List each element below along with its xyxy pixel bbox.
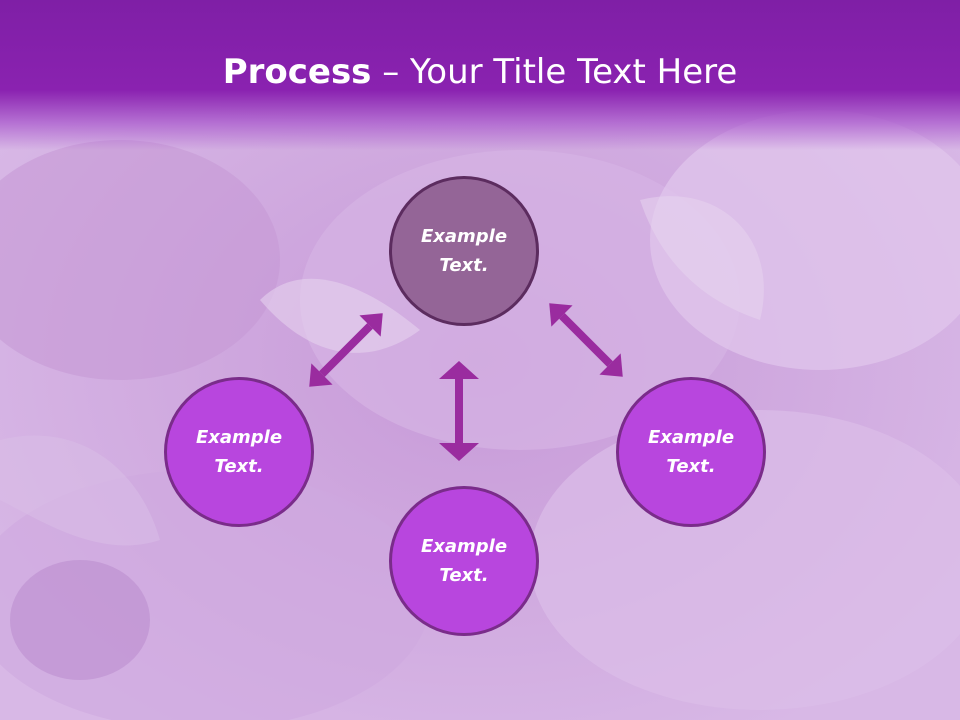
node-top: Example Text.	[389, 176, 539, 326]
node-left-label: Example Text.	[195, 427, 283, 477]
arrow-vertical	[439, 361, 479, 461]
node-right: Example Text.	[616, 377, 766, 527]
title-bar	[0, 0, 960, 150]
title-rest: – Your Title Text Here	[371, 52, 738, 92]
node-left: Example Text.	[164, 377, 314, 527]
arrow-top-right	[549, 303, 623, 377]
node-bottom: Example Text.	[389, 486, 539, 636]
arrow-top-left	[309, 313, 383, 387]
slide-title: Process – Your Title Text Here	[0, 52, 960, 92]
node-top-label: Example Text.	[420, 226, 508, 276]
node-bottom-label: Example Text.	[420, 536, 508, 586]
node-right-label: Example Text.	[647, 427, 735, 477]
title-bold: Process	[222, 52, 372, 92]
